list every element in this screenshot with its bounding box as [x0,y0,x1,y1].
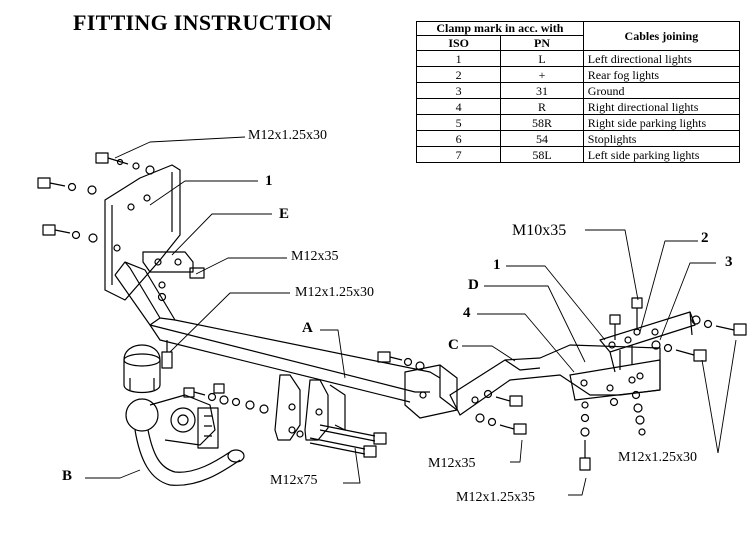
label-d: D [468,277,479,293]
leader-c [462,345,516,362]
leader-3 [659,262,716,341]
table-cell-desc: Right directional lights [582,98,741,115]
leader-m12x35-right [510,439,523,463]
leader-b [85,469,141,479]
cable-table: Clamp mark in acc. with Cables joining I… [415,21,741,163]
label-c: C [448,337,459,353]
label-m12x125x30-right: M12x1.25x30 [618,450,697,465]
ball-bolts [183,383,269,414]
label-a: A [302,320,313,336]
leader-4 [477,313,575,373]
leader-a [320,329,346,379]
table-row: 2+Rear fog lights [415,66,741,83]
right-bracket [569,311,696,401]
bolts-left [37,152,155,243]
label-e: E [279,206,290,222]
bolt-row-1 [95,152,155,175]
label-m12x125x35: M12x1.25x35 [456,490,535,505]
middle-brackets [274,374,346,441]
label-bolt-top: M12x1.25x30 [248,128,327,143]
leader-2 [639,240,698,333]
label-m12x35-left: M12x35 [291,249,339,264]
leader-e [171,213,272,256]
crossbar-end-bolts [377,351,425,371]
leader-m12x125x30-right-b [717,339,737,454]
ball-cover [123,344,161,394]
leader-m12x125x30-mid [169,292,290,353]
label-2: 2 [701,230,709,246]
bolts-right [651,315,747,362]
label-m12x75: M12x75 [270,473,318,488]
leader-m12x75 [343,447,361,484]
bolts-m12x75 [288,424,387,458]
table-header-clamp: Clamp mark in acc. with [416,21,584,36]
leader-m12x125x30-right [701,359,719,454]
table-cell-desc: Stoplights [582,130,741,147]
leader-bolt-top [114,136,246,159]
table-cell-desc: Rear fog lights [582,66,741,83]
table-cell-desc: Right side parking lights [582,114,741,131]
leader-d [484,285,586,363]
table-header-cables: Cables joining [582,21,741,51]
leader-m10x35 [585,229,639,301]
page-title: FITTING INSTRUCTION [73,10,333,35]
table-cell-desc: Left side parking lights [582,146,741,163]
plate-e [142,251,205,302]
label-4: 4 [463,305,471,321]
ball-neck-b [125,394,245,486]
leader-1-left [149,180,258,206]
bolts-m10x35 [609,297,643,340]
leader-m12x35-left [195,257,287,275]
table-cell-pn: 31 [500,82,584,99]
table-header-clamp-text: Clamp mark in acc. with [436,21,564,35]
bottom-bolts [475,376,646,471]
label-1-right: 1 [493,257,501,273]
left-bracket [104,164,181,301]
bolt-row-3 [42,224,98,243]
label-b: B [62,468,73,484]
table-cell-pn: 58L [500,146,584,163]
vertical-bolt-left [161,340,173,369]
bolt-row-2 [37,177,97,195]
leader-m12x125x35 [568,477,587,496]
label-m12x35-right: M12x35 [428,456,476,471]
leader-1-right [506,265,606,341]
label-m12x125x30-mid: M12x1.25x30 [295,285,374,300]
leader-lines [85,136,737,496]
label-1-left: 1 [265,173,273,189]
label-m10x35: M10x35 [512,222,567,239]
label-3: 3 [725,254,733,270]
